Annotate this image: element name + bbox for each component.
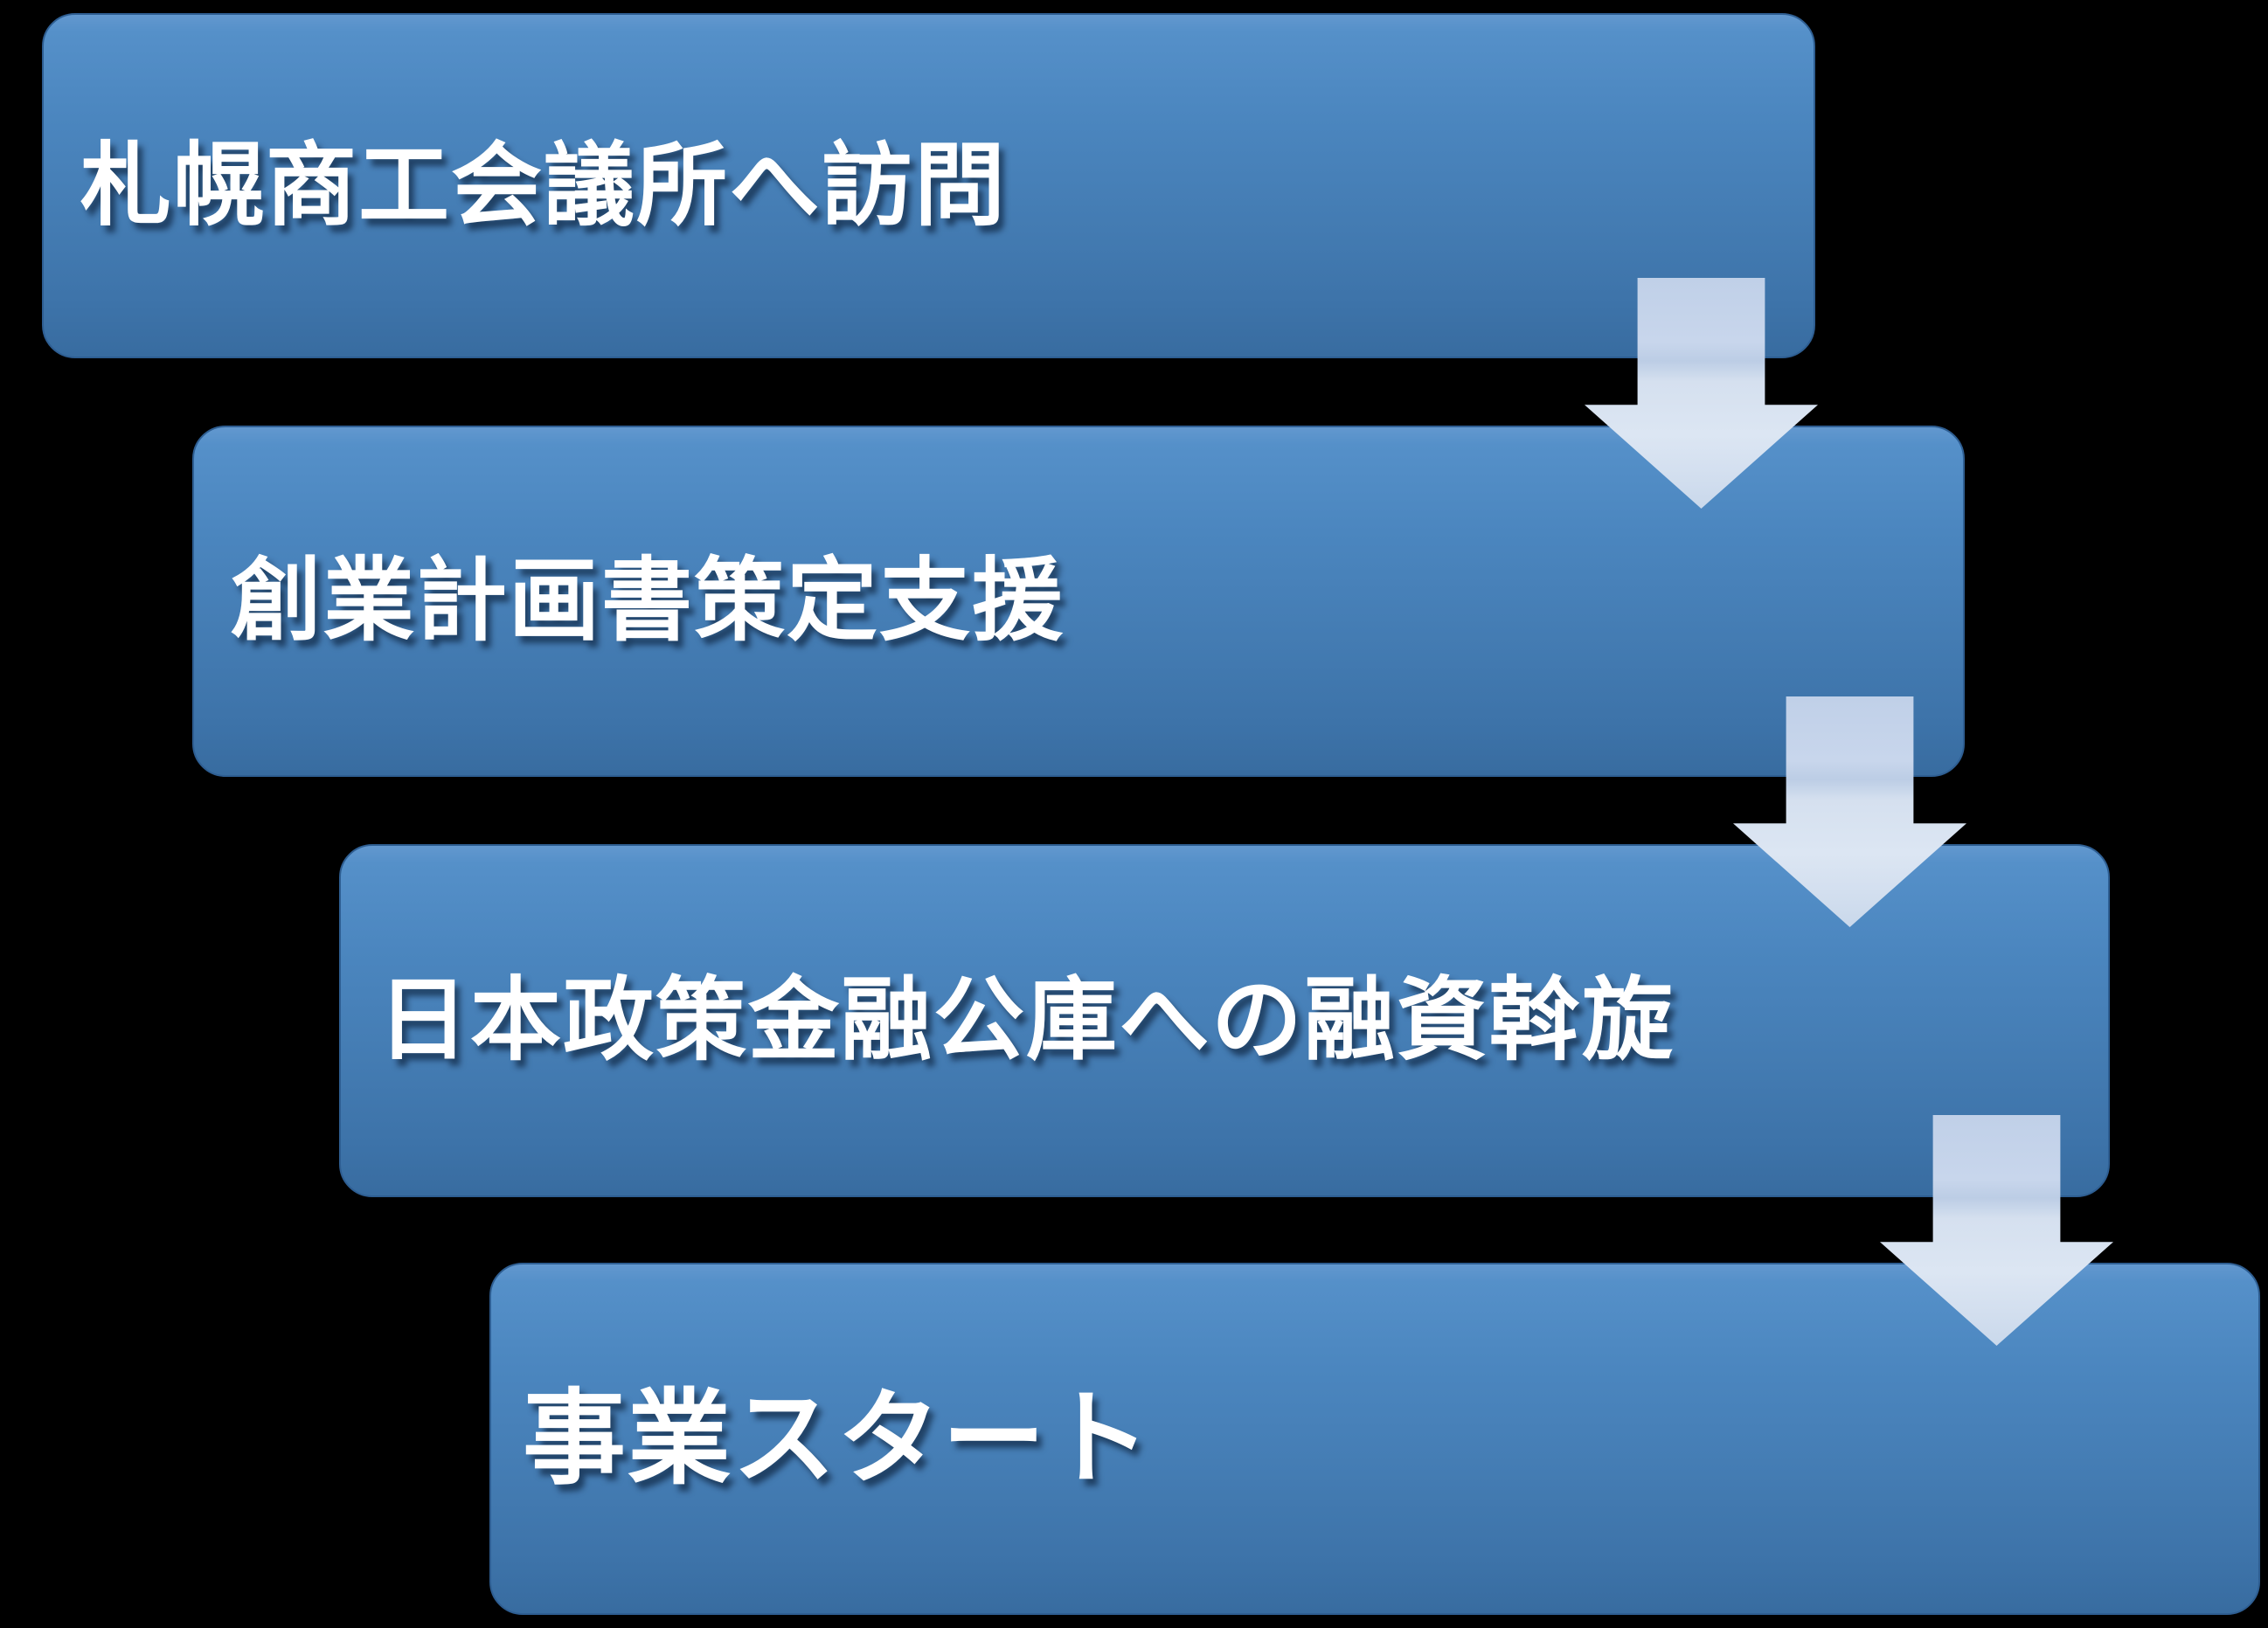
- step-label-3: 日本政策金融公庫への融資斡旋: [378, 970, 1675, 1071]
- step-box-2: 創業計画書策定支援: [192, 426, 1965, 777]
- step-label-1: 札幌商工会議所へ訪問: [80, 135, 1008, 237]
- step-label-2: 創業計画書策定支援: [231, 551, 1065, 652]
- step-label-4: 事業スタート: [523, 1381, 1153, 1497]
- step-box-3: 日本政策金融公庫への融資斡旋: [339, 844, 2110, 1197]
- step-box-1: 札幌商工会議所へ訪問: [42, 13, 1815, 358]
- step-box-4: 事業スタート: [489, 1263, 2260, 1615]
